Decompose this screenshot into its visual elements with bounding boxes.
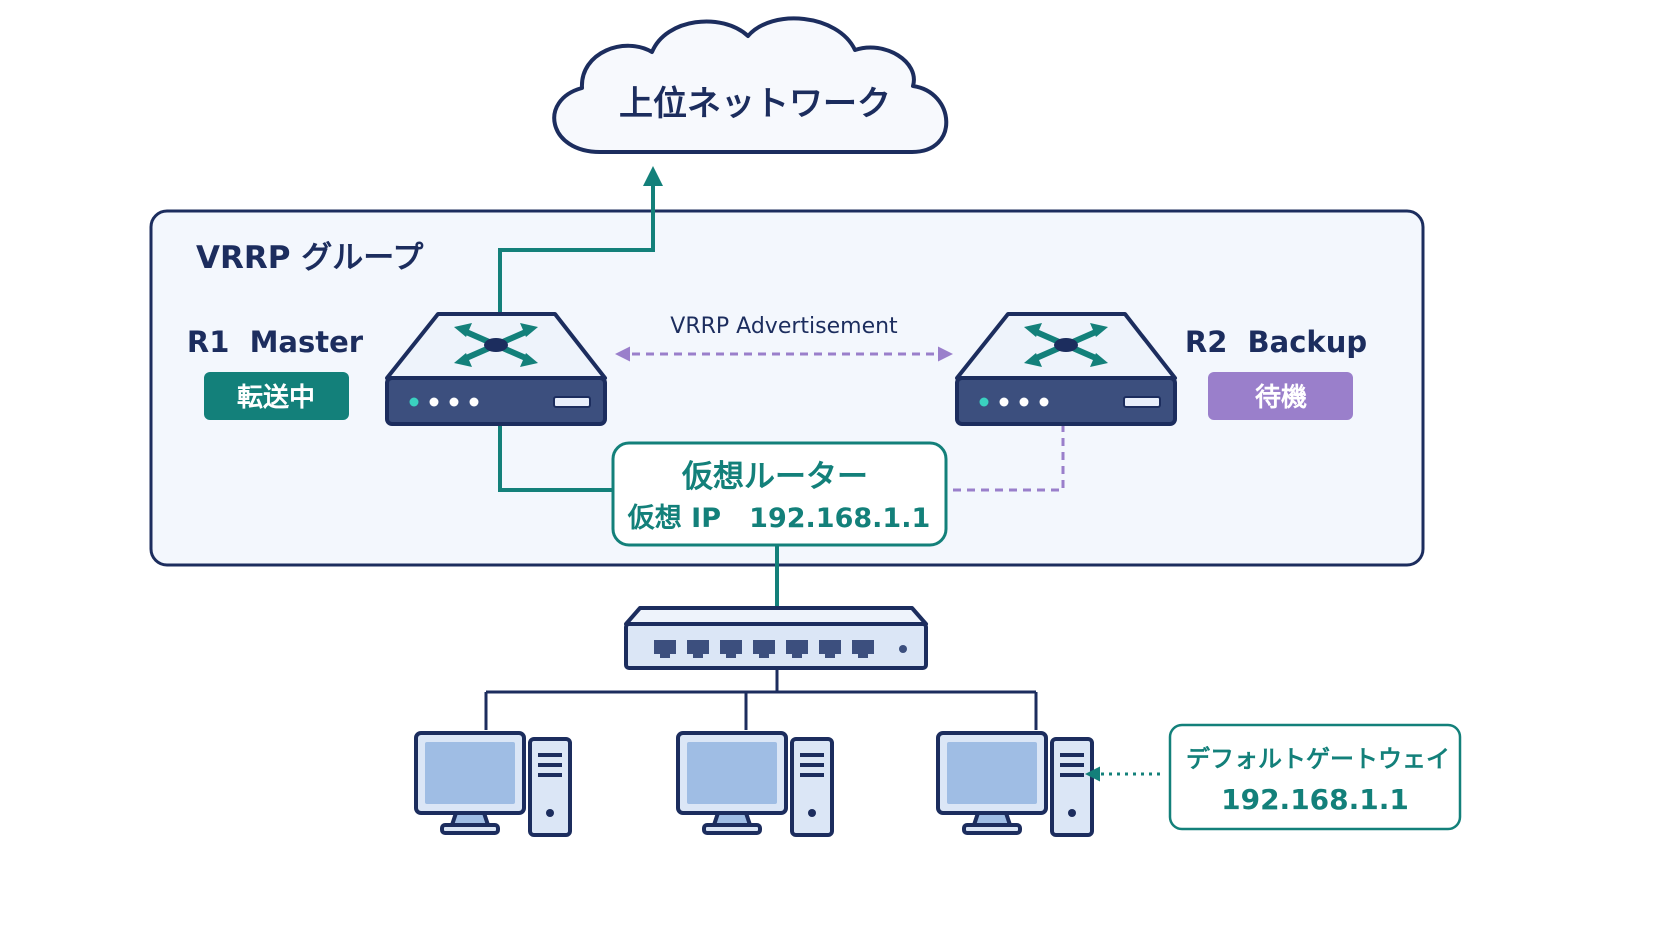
- r2-virtual-link: [948, 424, 1065, 492]
- pc-1: [414, 731, 572, 837]
- gateway-note-title: デフォルトゲートウェイ: [1186, 745, 1450, 773]
- upstream-network-cloud: 上位ネットワーク: [552, 16, 949, 154]
- r2-name: R2 Backup: [1185, 325, 1367, 359]
- r1-name: R1 Master: [187, 325, 364, 359]
- r1-status-badge: [204, 372, 349, 420]
- router-r2: [955, 312, 1177, 426]
- r2-status-label: 待機: [1255, 383, 1307, 413]
- router-r1: [385, 312, 607, 426]
- virtual-router-title: 仮想ルーター: [681, 459, 868, 495]
- pc-3: [936, 731, 1094, 837]
- advertisement-label: VRRP Advertisement: [670, 314, 898, 339]
- pc-2: [676, 731, 834, 837]
- virtual-router-box: [611, 441, 948, 547]
- r1-virtual-link: [498, 422, 614, 492]
- vrrp-group-title: VRRP グループ: [196, 240, 424, 276]
- uplink-connector: [498, 166, 663, 316]
- virtual-router-ip: 仮想 IP 192.168.1.1: [627, 503, 931, 534]
- r1-status-label: 転送中: [237, 383, 315, 413]
- vrrp-group-panel: [149, 209, 1425, 567]
- r2-status-badge: [1208, 372, 1353, 420]
- network-switch: [624, 606, 928, 670]
- pc-distribution-lines: [484, 668, 1038, 730]
- upstream-network-label: 上位ネットワーク: [619, 84, 891, 124]
- gateway-note-box: [1168, 723, 1462, 831]
- gateway-note-ip: 192.168.1.1: [1221, 783, 1409, 816]
